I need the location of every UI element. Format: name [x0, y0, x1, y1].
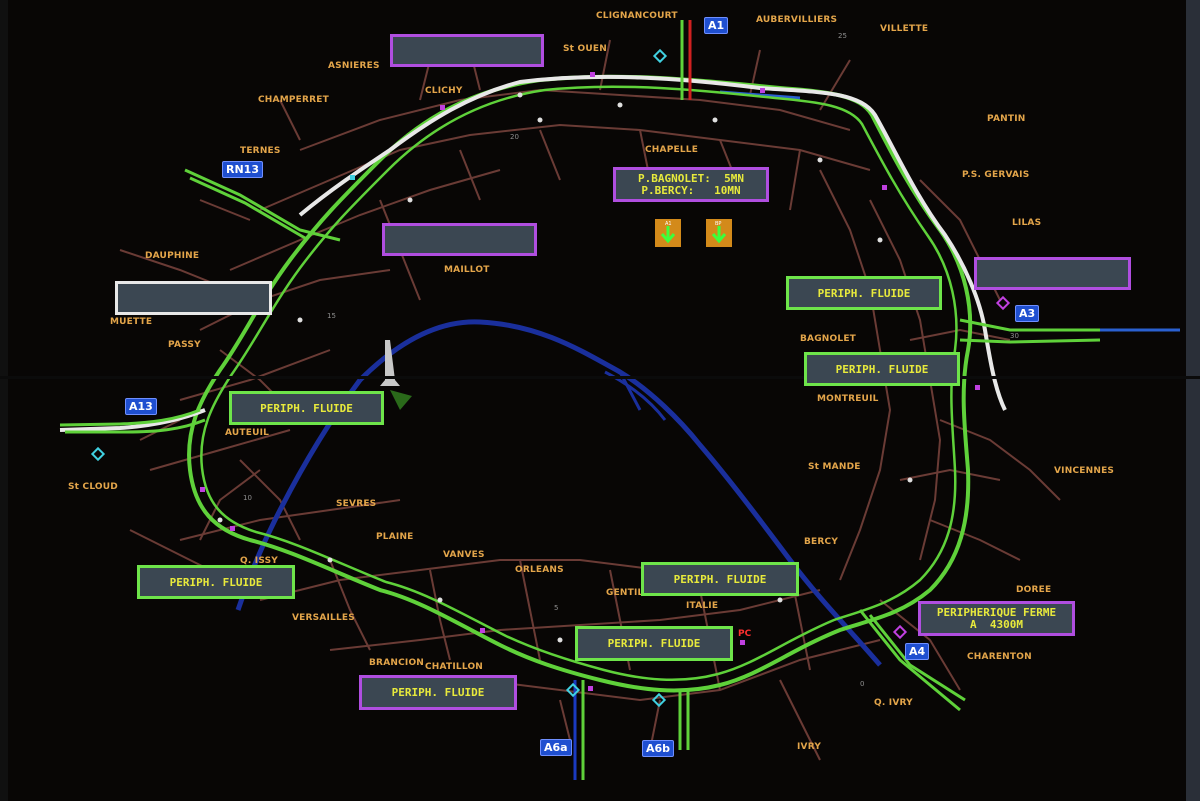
place-pantin: PANTIN [987, 114, 1026, 124]
place-dauphine: DAUPHINE [145, 251, 200, 261]
place-ps-gervais: P.S. GERVAIS [962, 170, 1030, 180]
arrow-down-icon: A1 [660, 221, 676, 244]
place-clignancourt: CLIGNANCOURT [596, 11, 678, 21]
message-sign-montreuil[interactable]: PERIPH. FLUIDE [804, 352, 960, 386]
place-st-cloud: St CLOUD [68, 482, 118, 492]
km-marker-0: 0 [860, 680, 865, 688]
closure-line-1: PERIPHERIQUE FERME [936, 605, 1057, 619]
km-marker-15: 15 [327, 312, 336, 320]
place-ivry: IVRY [797, 742, 822, 752]
shield-a4[interactable]: A4 [905, 643, 930, 660]
lane-sign-a1[interactable]: A1 [655, 219, 681, 247]
place-gentilly: GENTILLY [606, 588, 655, 598]
traffic-sensors [200, 72, 980, 691]
message-sign-gentilly[interactable]: PERIPH. FLUIDE [641, 562, 799, 596]
km-marker-25: 25 [838, 32, 847, 40]
place-st-ouen: St OUEN [563, 44, 607, 54]
lane-sign-a1-label: A1 [665, 221, 672, 227]
message-sign-closure[interactable]: PERIPHERIQUE FERME A 4300M [918, 601, 1075, 636]
place-vanves: VANVES [443, 550, 485, 560]
shield-a6a[interactable]: A6a [540, 739, 572, 756]
place-plaine: PLAINE [376, 532, 414, 542]
travel-time-line-1: P.BAGNOLET: 5MN [638, 171, 744, 185]
message-sign-bagnolet[interactable]: PERIPH. FLUIDE [786, 276, 942, 310]
place-bercy: BERCY [804, 537, 839, 547]
place-lilas: LILAS [1012, 218, 1042, 228]
closure-line-2: A 4300M [970, 617, 1023, 631]
message-sign-issy[interactable]: PERIPH. FLUIDE [137, 565, 295, 599]
pc-marker[interactable]: PC [738, 629, 752, 639]
place-bagnolet: BAGNOLET [800, 334, 857, 344]
shield-a1[interactable]: A1 [704, 17, 729, 34]
message-sign-blank-lilas[interactable] [974, 257, 1131, 290]
motorway-feeders [59, 20, 1101, 780]
place-ternes: TERNES [240, 146, 281, 156]
travel-time-sign[interactable]: P.BAGNOLET: 5MN P.BERCY: 10MN [613, 167, 769, 202]
message-sign-blank-asnieres[interactable] [390, 34, 544, 67]
place-q-ivry: Q. IVRY [874, 698, 913, 708]
place-q-issy: Q. ISSY [240, 556, 279, 566]
travel-time-line-2: P.BERCY: 10MN [641, 183, 741, 197]
message-sign-blank-maillot[interactable] [382, 223, 537, 256]
message-sign-auteuil[interactable]: PERIPH. FLUIDE [229, 391, 384, 425]
arrow-down-icon: BP [711, 221, 727, 244]
place-chapelle: CHAPELLE [645, 145, 699, 155]
place-sevres: SEVRES [336, 499, 377, 509]
message-sign-blank-muette[interactable] [115, 281, 272, 315]
shield-a6b[interactable]: A6b [642, 740, 675, 757]
km-marker-20: 20 [510, 133, 519, 141]
km-marker-10: 10 [243, 494, 252, 502]
boulevard-peripherique [59, 74, 1007, 693]
message-sign-italie[interactable]: PERIPH. FLUIDE [575, 626, 733, 661]
message-sign-chatillon[interactable]: PERIPH. FLUIDE [359, 675, 517, 710]
place-brancion: BRANCION [369, 658, 425, 668]
shield-a3[interactable]: A3 [1015, 305, 1040, 322]
place-charenton: CHARENTON [967, 652, 1032, 662]
place-asnieres: ASNIERES [328, 61, 380, 71]
place-montreuil: MONTREUIL [817, 394, 879, 404]
place-clichy: CLICHY [425, 86, 463, 96]
km-marker-30: 30 [1010, 332, 1019, 340]
place-vincennes: VINCENNES [1054, 466, 1115, 476]
shield-a13[interactable]: A13 [125, 398, 157, 415]
place-doree: DOREE [1016, 585, 1052, 595]
place-champerret: CHAMPERRET [258, 95, 329, 105]
place-muette: MUETTE [110, 317, 153, 327]
place-passy: PASSY [168, 340, 201, 350]
place-versailles: VERSAILLES [292, 613, 355, 623]
lane-sign-bp-label: BP [715, 221, 721, 227]
place-orleans: ORLEANS [515, 565, 564, 575]
place-chatillon: CHATILLON [425, 662, 484, 672]
screen-bezel-right [1186, 0, 1200, 801]
screen-seam [0, 376, 1200, 379]
place-maillot: MAILLOT [444, 265, 490, 275]
place-italie: ITALIE [686, 601, 719, 611]
place-auteuil: AUTEUIL [225, 428, 270, 438]
screen-bezel-left [0, 0, 8, 801]
tower-marker [380, 340, 412, 410]
place-st-mande: St MANDE [808, 462, 861, 472]
km-marker-5: 5 [554, 604, 559, 612]
shield-rn13[interactable]: RN13 [222, 161, 263, 178]
place-aubervilliers: AUBERVILLIERS [756, 15, 838, 25]
place-villette: VILLETTE [880, 24, 929, 34]
lane-sign-bp[interactable]: BP [706, 219, 732, 247]
interchange-diamonds [90, 48, 1011, 708]
